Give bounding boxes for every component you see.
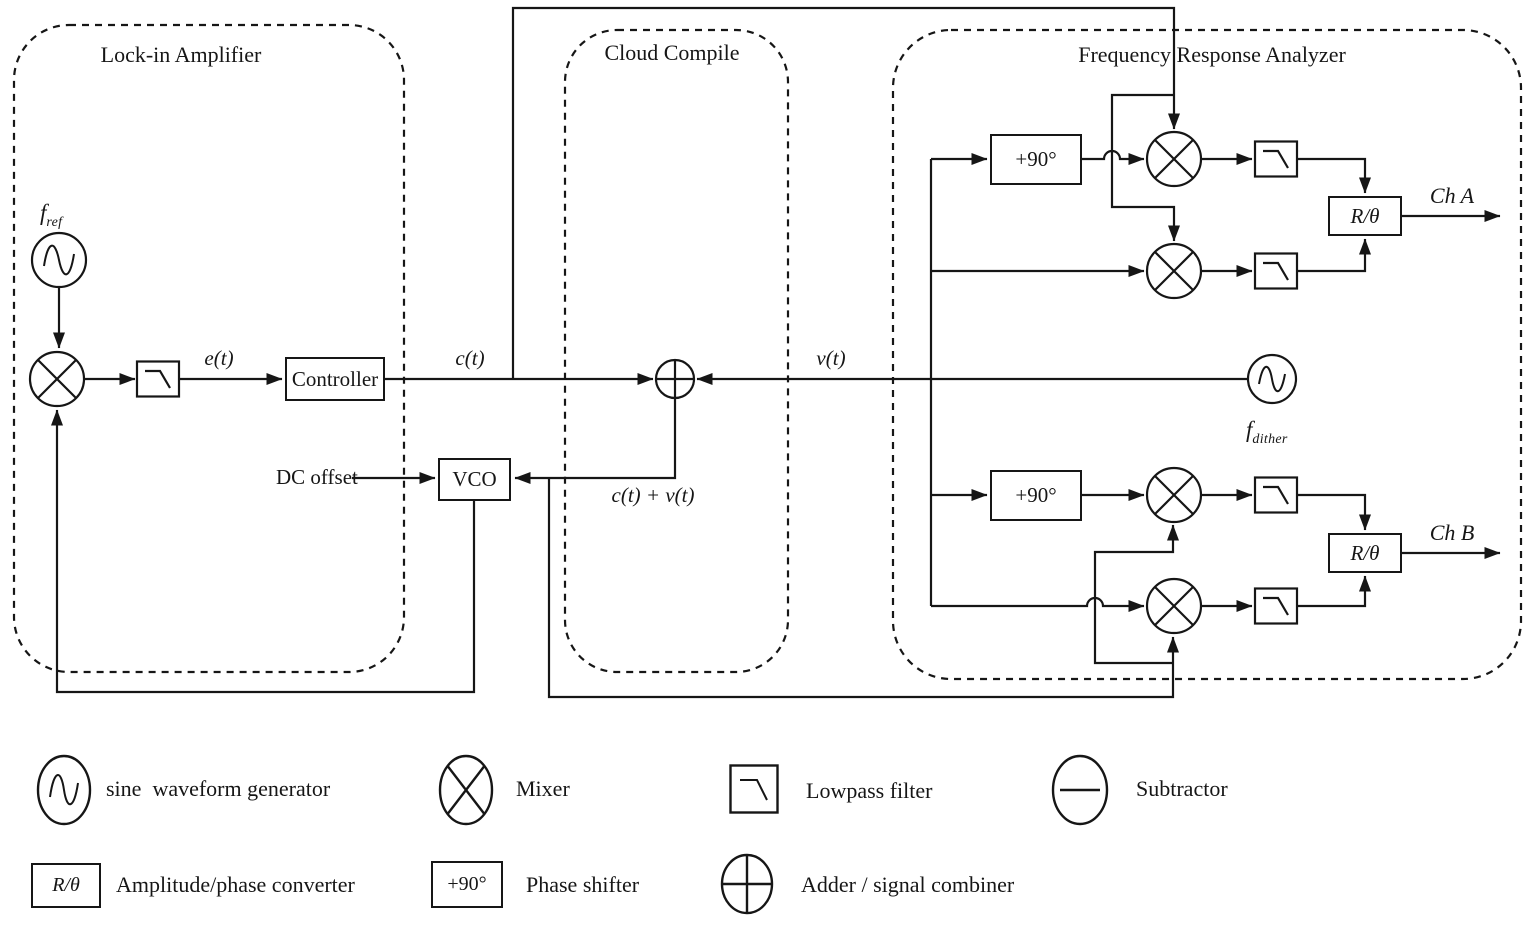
fdither-generator-icon	[1246, 353, 1298, 405]
et-label: e(t)	[204, 346, 234, 370]
legend-mixer-icon	[438, 754, 494, 826]
lpfB2-icon	[1253, 587, 1299, 625]
lockin-mixer-icon	[28, 350, 86, 408]
legend-adder-label: Adder / signal combiner	[801, 872, 1015, 897]
rail-to-mixerB2-wire	[931, 596, 1145, 612]
fdither-base: f	[1246, 417, 1253, 442]
cloud-compile-title: Cloud Compile	[604, 40, 740, 65]
legend-mixer-label: Mixer	[516, 776, 570, 801]
chB-reference-bracket	[1093, 524, 1179, 665]
legend-r-theta-symbol: R/θ	[31, 863, 101, 908]
legend-lowpass-filter-icon	[729, 764, 779, 814]
lpfB1-to-rtheta-wire	[1297, 493, 1371, 531]
legend-phase-shifter-label: Phase shifter	[526, 872, 640, 897]
legend-phase-shifter-symbol: +90°	[431, 861, 503, 908]
mixerB1-icon	[1145, 466, 1203, 524]
legend-adder-icon	[720, 853, 774, 915]
ct-label: c(t)	[455, 346, 485, 370]
fdither-label: fdither	[1246, 417, 1288, 447]
lpfA2-icon	[1253, 252, 1299, 290]
r-theta-b-block: R/θ	[1328, 533, 1402, 573]
lockin-title: Lock-in Amplifier	[100, 42, 262, 67]
fdither-sub: dither	[1252, 432, 1288, 447]
phase-shifter-b-block: +90°	[990, 470, 1082, 521]
controller-block: Controller	[285, 357, 385, 401]
lpfB1-icon	[1253, 476, 1299, 514]
dc-offset-label: DC offset	[276, 465, 358, 489]
mixerA2-icon	[1145, 242, 1203, 300]
cloud-compile-box	[563, 28, 790, 674]
phase-shifter-a-block: +90°	[990, 134, 1082, 185]
mixerA1-icon	[1145, 130, 1203, 188]
fref-label: fref	[40, 200, 62, 230]
vt-label: v(t)	[816, 346, 846, 370]
frequency-response-analyzer-box	[891, 28, 1523, 681]
sum-bottom-feedback-wire	[547, 478, 1179, 699]
ch-b-label: Ch B	[1429, 520, 1475, 545]
lpfA2-to-rtheta-wire	[1297, 238, 1371, 273]
legend-sine-label: sine waveform generator	[106, 776, 331, 801]
chA-reference-bracket	[1110, 93, 1180, 242]
r-theta-a-block: R/θ	[1328, 196, 1402, 236]
fra-title: Frequency Response Analyzer	[1078, 42, 1346, 67]
legend-subtractor-icon	[1051, 754, 1109, 826]
fref-sub: ref	[46, 215, 63, 230]
lpfB2-to-rtheta-wire	[1297, 575, 1371, 608]
lockin-lpf-icon	[135, 360, 181, 398]
adder-to-vco-wire	[514, 398, 677, 484]
mixerB2-icon	[1145, 577, 1203, 635]
reference-top-feedback-wire	[511, 6, 1180, 379]
lpfA1-to-rtheta-wire	[1297, 157, 1371, 194]
legend-lowpass-label: Lowpass filter	[806, 778, 933, 803]
vco-block: VCO	[438, 458, 511, 501]
fref-generator-icon	[30, 231, 88, 289]
legend-amp-phase-label: Amplitude/phase converter	[116, 872, 355, 897]
fref-base: f	[40, 200, 47, 225]
legend-subtractor-label: Subtractor	[1136, 776, 1228, 801]
legend-sine-generator-icon	[36, 754, 92, 826]
adder-icon	[654, 358, 696, 400]
ch-a-label: Ch A	[1429, 183, 1475, 208]
vco-return-wire	[51, 409, 476, 694]
sum-label: c(t) + v(t)	[611, 483, 695, 507]
lpfA1-icon	[1253, 140, 1299, 178]
